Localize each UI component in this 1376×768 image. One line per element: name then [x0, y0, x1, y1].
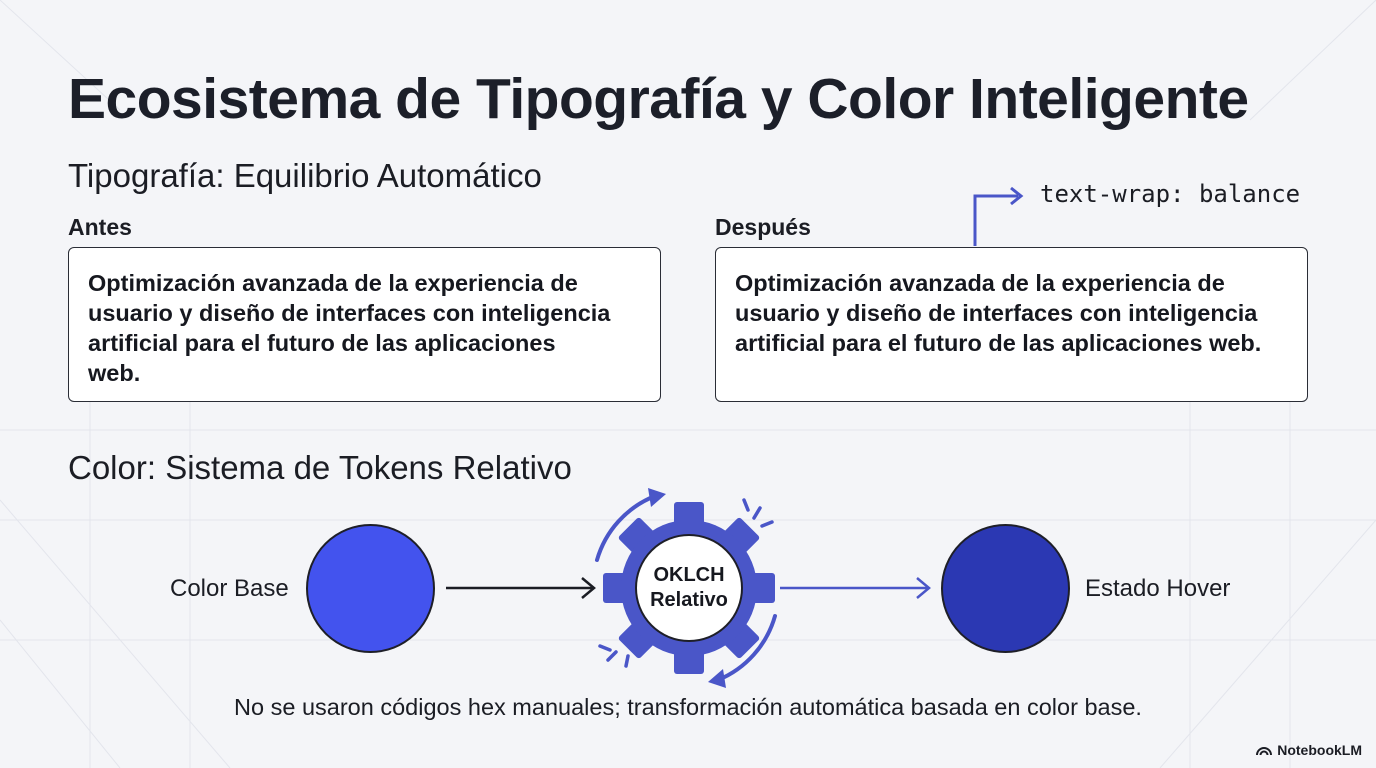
hover-color-circle	[941, 524, 1070, 653]
gear-to-hover-arrow-head	[916, 577, 931, 599]
footnote: No se usaron códigos hex manuales; trans…	[234, 694, 1142, 720]
text-wrap-arrow	[973, 194, 1018, 246]
rotation-arrow-icon	[595, 494, 777, 682]
base-color-circle	[306, 524, 435, 653]
before-line: artificial para el futuro de las aplicac…	[88, 330, 556, 356]
after-line: Optimización avanzada de la experiencia …	[735, 270, 1225, 296]
color-heading: Color: Sistema de Tokens Relativo	[68, 449, 572, 486]
after-label: Después	[715, 214, 811, 240]
after-paragraph: Optimización avanzada de la experiencia …	[735, 268, 1261, 358]
gear-label-line1: OKLCH	[653, 564, 725, 586]
before-label: Antes	[68, 214, 132, 240]
motion-spark-icon	[598, 498, 774, 668]
page-title: Ecosistema de Tipografía y Color Intelig…	[68, 67, 1249, 131]
notebooklm-logo-icon	[1256, 747, 1273, 756]
rotation-arrow-head-top	[648, 488, 666, 507]
after-line: artificial para el futuro de las aplicac…	[735, 330, 1262, 356]
text-wrap-arrow-head	[1010, 186, 1024, 206]
before-line: Optimización avanzada de la experiencia …	[88, 270, 578, 296]
gear-icon	[603, 502, 775, 674]
before-line: web.	[88, 360, 141, 386]
before-text-box: Optimización avanzada de la experiencia …	[68, 247, 661, 402]
hover-state-label: Estado Hover	[1085, 575, 1231, 602]
before-paragraph: Optimización avanzada de la experiencia …	[88, 268, 610, 388]
after-line: usuario y diseño de interfaces con intel…	[735, 300, 1258, 326]
text-wrap-code-label: text-wrap: balance	[1040, 180, 1301, 208]
after-text-box: Optimización avanzada de la experiencia …	[715, 247, 1308, 402]
rotation-arrow-head-bottom	[708, 669, 726, 688]
gear-label: OKLCH Relativo	[639, 563, 739, 613]
color-base-label: Color Base	[170, 575, 289, 602]
typography-heading: Tipografía: Equilibrio Automático	[68, 157, 542, 194]
base-to-gear-arrow-head	[581, 577, 596, 599]
before-line: usuario y diseño de interfaces con intel…	[88, 300, 611, 326]
gear-label-line2: Relativo	[650, 589, 728, 611]
brand-name: NotebookLM	[1277, 742, 1362, 758]
brand-badge: NotebookLM	[1256, 742, 1362, 758]
